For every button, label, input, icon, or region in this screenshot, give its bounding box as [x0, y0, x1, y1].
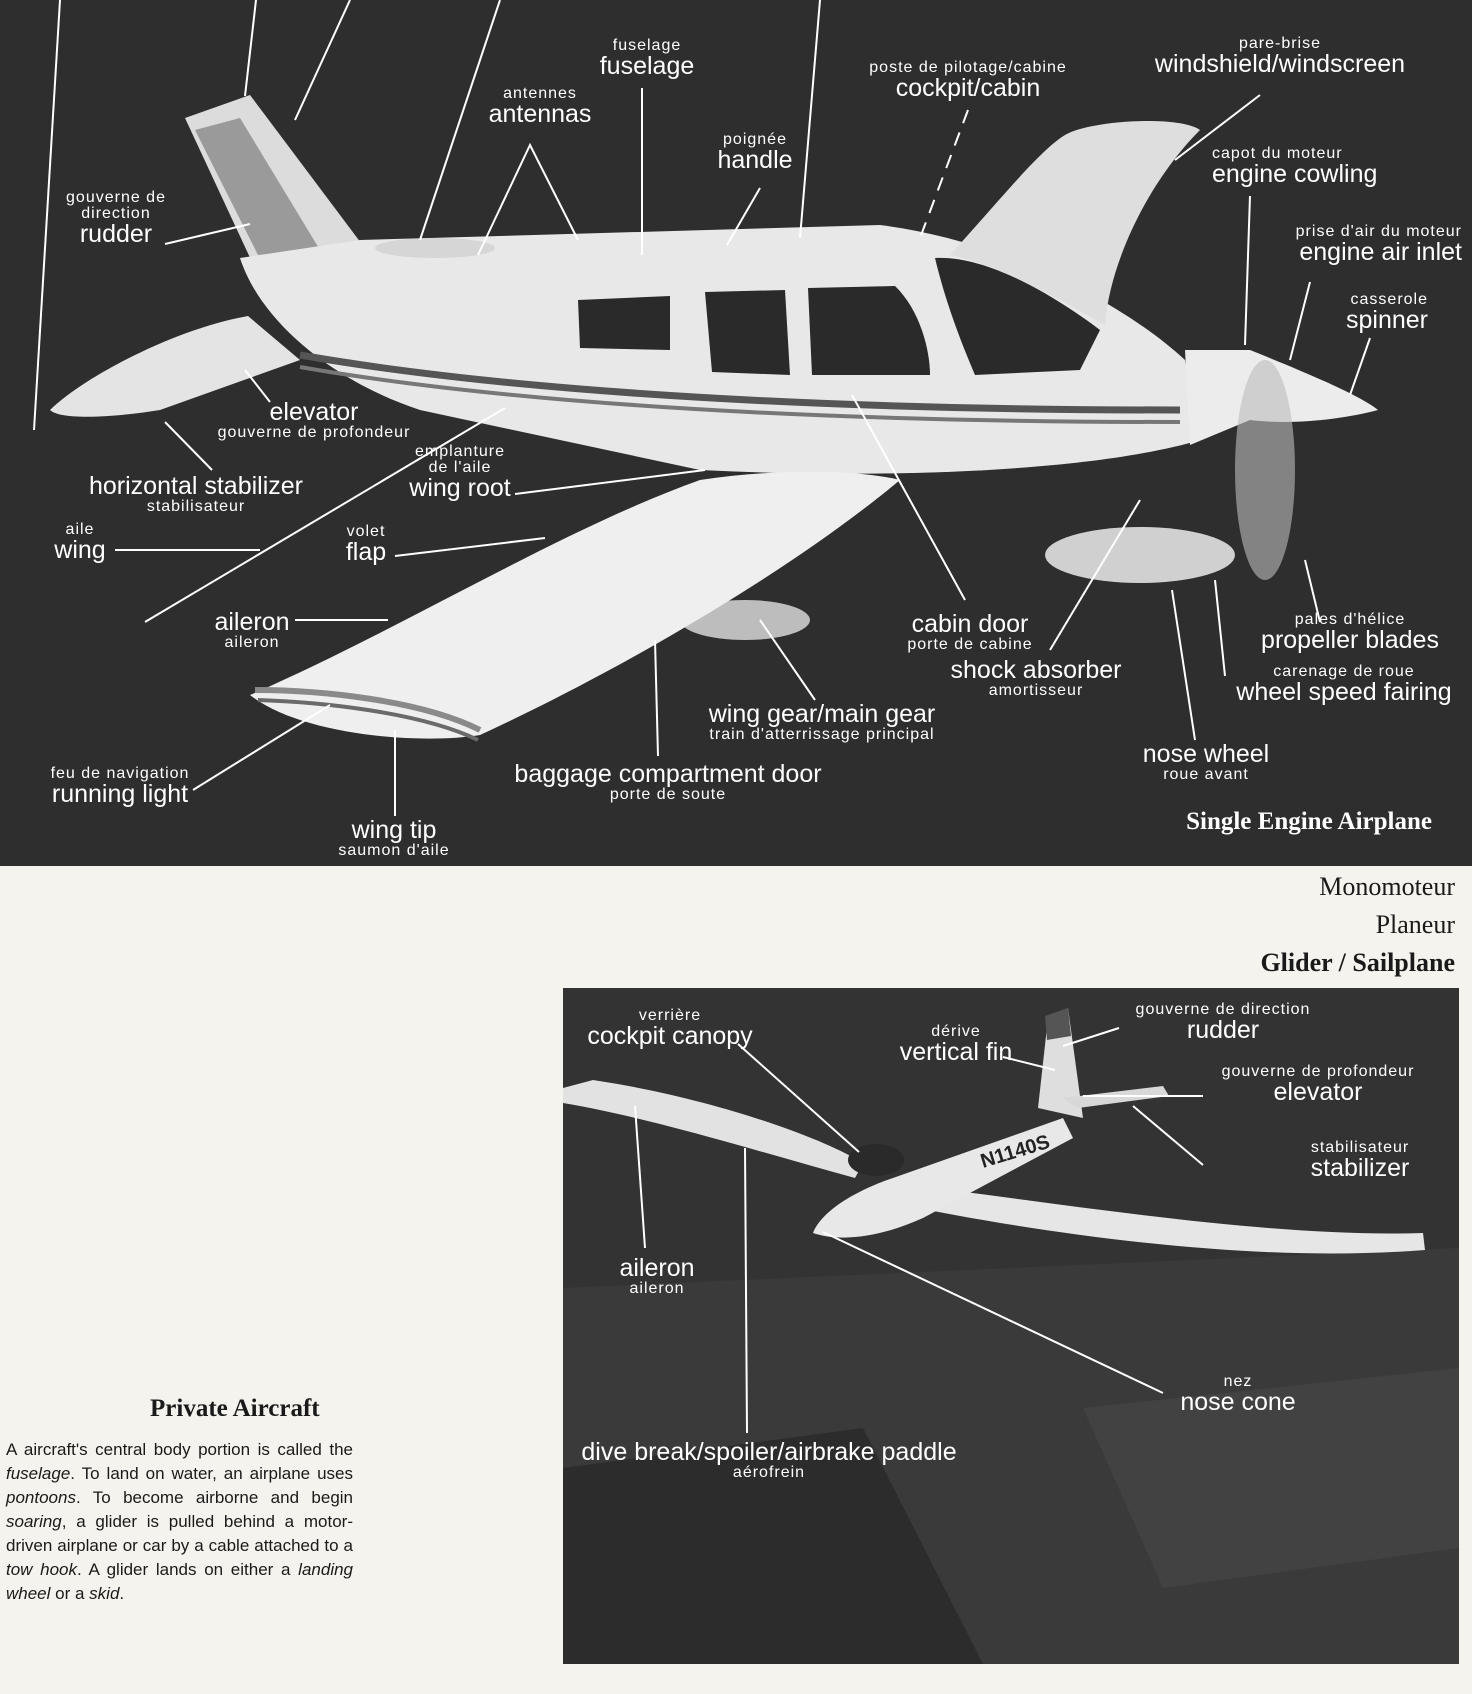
label-engine-cowling: capot du moteur engine cowling: [1212, 145, 1378, 188]
section-body: A aircraft's central body portion is cal…: [6, 1440, 353, 1603]
glider-label-aileron: aileron aileron: [619, 1254, 695, 1297]
label-wing-tip: wing tip saumon d'aile: [338, 816, 450, 859]
label-elevator: elevator gouverne de profondeur: [217, 398, 411, 441]
label-cabin-door: cabin door porte de cabine: [907, 610, 1033, 653]
glider-label-airbrake: dive break/spoiler/airbrake paddle aérof…: [581, 1438, 957, 1481]
label-nose-wheel: nose wheel roue avant: [1142, 740, 1270, 783]
label-engine-air-inlet: prise d'air du moteur engine air inlet: [1295, 223, 1462, 266]
label-flap: volet flap: [345, 523, 387, 566]
label-spinner: casserole spinner: [1346, 291, 1428, 334]
label-shock-absorber: shock absorber amortisseur: [950, 656, 1122, 699]
single-engine-photo: fuselage fuselage antennes antennas poig…: [0, 0, 1472, 866]
glider-illustration: N1140S: [563, 1008, 1459, 1664]
label-propeller-blades: pales d'hélice propeller blades: [1261, 611, 1439, 654]
glider-label-rudder: gouverne de direction rudder: [1135, 1001, 1311, 1044]
glider-label-stabilizer: stabilisateur stabilizer: [1310, 1139, 1410, 1182]
label-horizontal-stabilizer: horizontal stabilizer stabilisateur: [89, 472, 303, 515]
label-handle: poignée handle: [717, 131, 793, 174]
label-aileron: aileron aileron: [214, 608, 290, 651]
glider-photo: N1140S verrière cockpit canopy dérive ve…: [563, 988, 1459, 1664]
label-wheel-speed-fairing: carenage de roue wheel speed fairing: [1236, 663, 1452, 706]
glider-label-vertical-fin: dérive vertical fin: [899, 1023, 1013, 1066]
title-planeur: Planeur: [1375, 910, 1455, 939]
label-wing: aile wing: [54, 521, 106, 564]
label-antennas: antennes antennas: [488, 85, 592, 128]
label-windshield: pare-brise windshield/windscreen: [1154, 35, 1406, 78]
airplane-illustration: [33, 0, 1378, 816]
glider-label-nose-cone: nez nose cone: [1180, 1373, 1296, 1416]
glider-label-elevator: gouverne de profondeur elevator: [1221, 1063, 1415, 1106]
label-fuselage: fuselage fuselage: [599, 37, 695, 80]
glider-label-cockpit-canopy: verrière cockpit canopy: [587, 1007, 753, 1050]
label-wing-root: emplanture de l'aile wing root: [409, 443, 511, 502]
label-cockpit-cabin: poste de pilotage/cabine cockpit/cabin: [869, 59, 1067, 102]
label-running-light: feu de navigation running light: [50, 765, 190, 808]
section-title: Private Aircraft: [150, 1395, 320, 1422]
caption-single-engine-airplane: Single Engine Airplane: [1186, 808, 1432, 835]
title-monomoteur: Monomoteur: [1319, 872, 1455, 901]
label-main-gear: wing gear/main gear train d'atterrissage…: [708, 700, 936, 743]
title-glider-sailplane: Glider / Sailplane: [1260, 948, 1455, 977]
label-rudder: gouverne de direction rudder: [66, 189, 166, 248]
label-baggage-door: baggage compartment door porte de soute: [514, 760, 822, 803]
